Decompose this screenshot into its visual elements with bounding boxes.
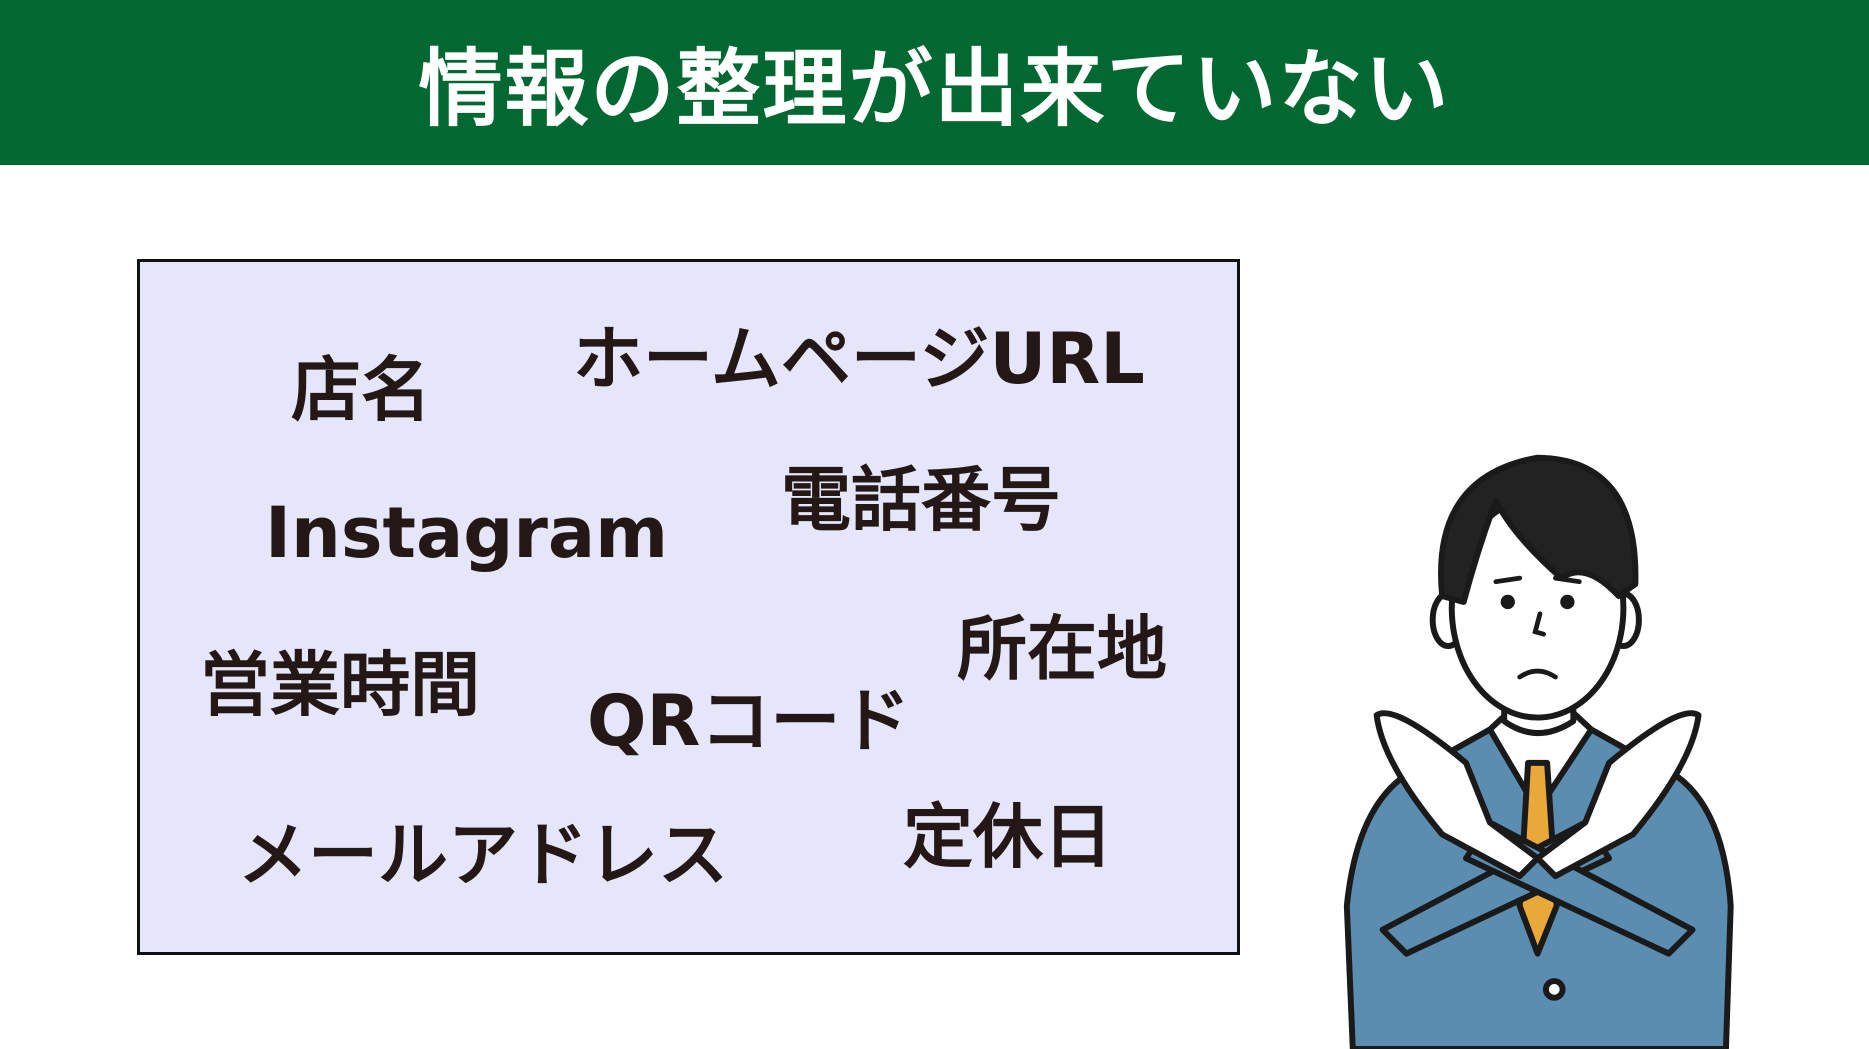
businessman-crossed-arms-icon <box>1343 454 1734 1049</box>
info-board: 店名 ホームページURL Instagram 電話番号 営業時間 所在地 QRコ… <box>137 259 1240 955</box>
word-holiday: 定休日 <box>903 796 1113 878</box>
word-homepage-url: ホームページURL <box>573 318 1145 400</box>
word-address: 所在地 <box>957 608 1167 690</box>
page-title: 情報の整理が出来ていない <box>418 40 1451 138</box>
word-instagram: Instagram <box>265 492 669 574</box>
word-hours: 営業時間 <box>200 644 480 726</box>
word-store-name: 店名 <box>291 349 431 431</box>
word-email: メールアドレス <box>238 814 728 896</box>
title-banner: 情報の整理が出来ていない <box>0 0 1869 165</box>
word-phone: 電話番号 <box>781 459 1061 541</box>
word-qr-code: QRコード <box>587 680 911 762</box>
